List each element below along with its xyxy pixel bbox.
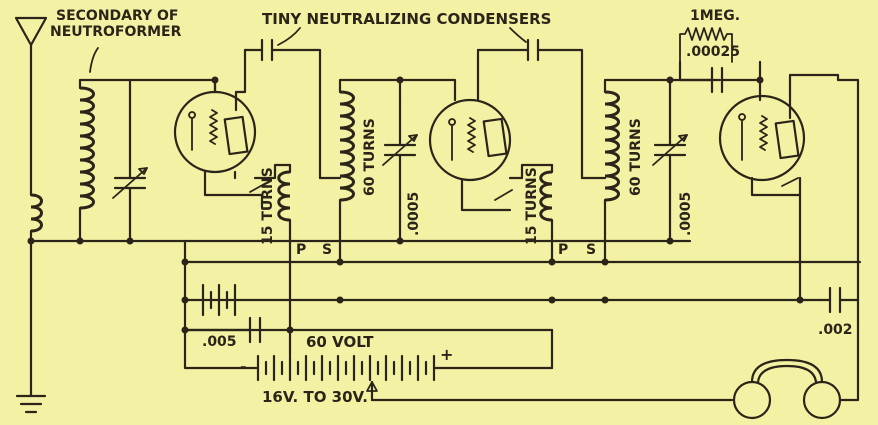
vacuum-tube-3 [718,73,860,302]
rheostat-arrow-2 [494,189,513,201]
label-15-turns-2: 15 TURNS [524,167,540,245]
plate-coil-1 [277,163,292,264]
label-60-volt: 60 VOLT [306,333,374,351]
neutralizing-condenser-2 [476,38,584,180]
neutralizing-condenser-1 [234,38,322,180]
junction-dots [27,76,804,334]
label-minus: - [240,357,247,376]
label-secondary-line1: SECONDARY OF [56,8,179,24]
label-tiny-condensers: TINY NEUTRALIZING CONDENSERS [262,10,551,28]
rheostat-arrow-3 [781,177,799,187]
vacuum-tube-1 [173,78,257,174]
label-15-turns-1: 15 TURNS [260,167,276,245]
label-1meg: 1MEG. [690,8,740,24]
secondary-coil-3 [604,90,620,202]
label-plus: + [440,345,453,364]
b-battery-60-volt [203,328,554,382]
label-002: .002 [818,322,853,338]
secondary-coil-1 [79,86,95,210]
label-p-1: P [296,242,306,258]
secondary-coil-2 [339,90,355,202]
grid-condenser-00025 [678,60,762,102]
variable-capacitor-2 [382,134,418,243]
label-0005-2: .0005 [678,192,694,236]
headphones-icon [732,358,842,420]
rheostat-arrow-1 [249,181,269,193]
label-voltage-range: 16V. TO 30V. [262,388,368,406]
aerial-coil [30,193,43,233]
secondary-pointer [89,47,99,73]
label-60-turns-1: 60 TURNS [362,118,378,196]
label-00025: .00025 [686,44,740,60]
label-005: .005 [202,334,237,350]
plate-coil-2 [539,163,554,264]
label-p-2: P [558,242,568,258]
tiny-condensers-pointer-1 [277,27,301,46]
bypass-condenser-002 [818,286,860,314]
antenna-icon [14,16,48,197]
label-60-turns-2: 60 TURNS [628,118,644,196]
label-0005-1: .0005 [406,192,422,236]
ground-icon [15,394,47,414]
tiny-condensers-pointer-2 [509,27,527,43]
label-s-2: S [586,242,596,258]
variable-capacitor-3 [652,134,688,243]
variable-capacitor-1 [112,167,148,243]
label-s-1: S [322,242,332,258]
grid-leak-resistor [679,27,733,63]
vacuum-tube-2 [428,48,512,182]
bypass-condenser-005 [183,316,262,344]
a-battery [201,283,237,317]
label-secondary-line2: NEUTROFORMER [50,24,182,40]
